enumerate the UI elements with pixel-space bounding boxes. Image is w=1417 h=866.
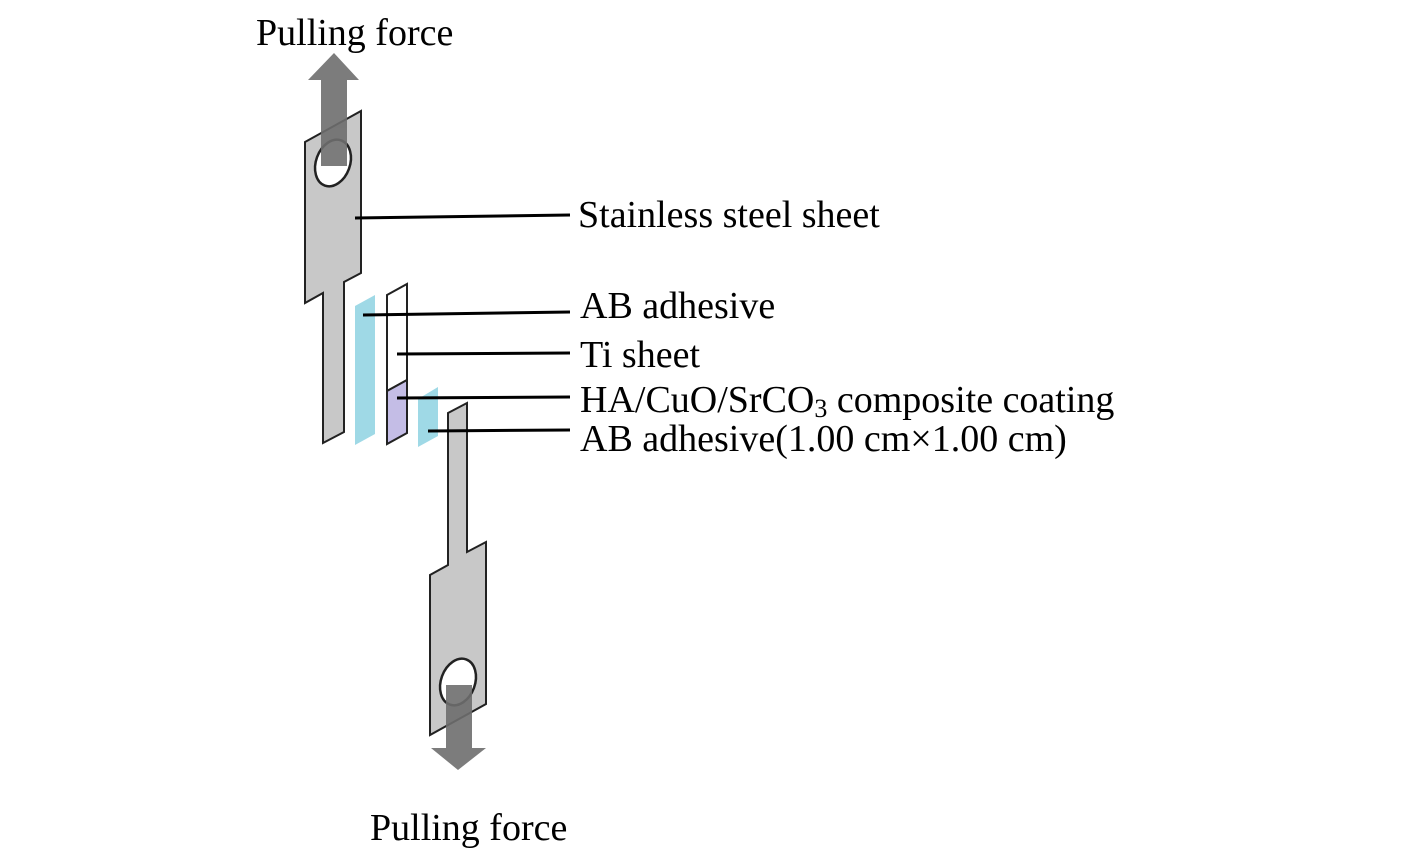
top-stainless-steel-sheet — [304, 109, 362, 445]
coating-label-subscript: 3 — [814, 394, 827, 423]
coating-label-suffix: composite coating — [827, 379, 1114, 421]
bottom-stainless-steel-sheet — [429, 401, 487, 737]
ab-adhesive-label: AB adhesive — [580, 285, 775, 327]
ab-adhesive-sized-label: AB adhesive(1.00 cm×1.00 cm) — [580, 418, 1067, 460]
leader-line-adhesive-square — [427, 428, 571, 433]
leader-line-coating — [396, 395, 571, 400]
leader-line-ti — [396, 351, 571, 356]
coating-label-prefix: HA/CuO/SrCO — [580, 379, 814, 421]
composite-coating-label: HA/CuO/SrCO3 composite coating — [580, 379, 1114, 423]
pulling-force-top-label: Pulling force — [256, 12, 453, 54]
leader-line-adhesive — [362, 310, 571, 317]
ti-sheet-label: Ti sheet — [580, 334, 700, 376]
leader-line-steel — [354, 213, 571, 220]
top-pulling-arrow-icon — [308, 53, 359, 166]
bottom-pulling-arrow-icon — [431, 685, 486, 770]
ab-adhesive-square — [418, 387, 438, 447]
pulling-force-bottom-label: Pulling force — [370, 807, 567, 849]
stainless-steel-sheet-label: Stainless steel sheet — [578, 194, 880, 236]
ti-sheet — [386, 282, 408, 393]
ab-adhesive-strip — [355, 295, 375, 445]
composite-coating — [386, 378, 408, 446]
